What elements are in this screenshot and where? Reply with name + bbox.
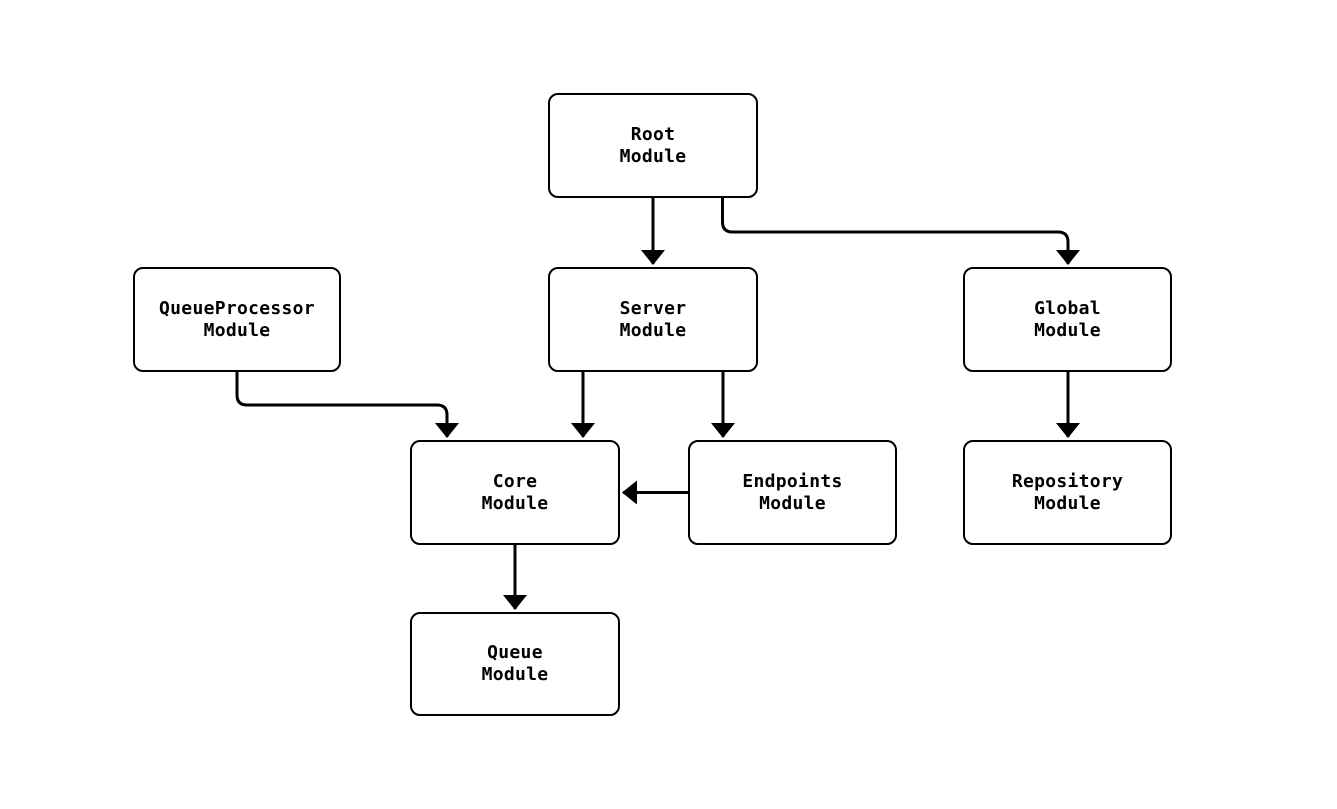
node-server-module-label: Server Module (619, 297, 687, 341)
node-queue-module: Queue Module (410, 612, 620, 716)
node-global-module: Global Module (963, 267, 1172, 372)
node-global-module-label: Global Module (1034, 297, 1101, 341)
node-queue-module-label: Queue Module (481, 642, 549, 685)
node-queueprocessor-module-label: QueueProcessor Module (159, 297, 315, 341)
node-endpoints-module: Endpoints Module (688, 440, 897, 545)
node-root-module: Root Module (548, 93, 758, 198)
node-server-module: Server Module (548, 267, 758, 372)
node-repository-module-label: Repository Module (1011, 470, 1124, 514)
node-root-module-label: Root Module (619, 123, 687, 167)
node-core-module-label: Core Module (481, 470, 549, 514)
node-repository-module: Repository Module (963, 440, 1172, 545)
node-core-module: Core Module (410, 440, 620, 545)
node-queueprocessor-module: QueueProcessor Module (133, 267, 341, 372)
edge-root-to-global (721, 198, 1080, 265)
edge-queueprocessor-to-core (235, 372, 459, 438)
node-endpoints-module-label: Endpoints Module (742, 470, 843, 514)
